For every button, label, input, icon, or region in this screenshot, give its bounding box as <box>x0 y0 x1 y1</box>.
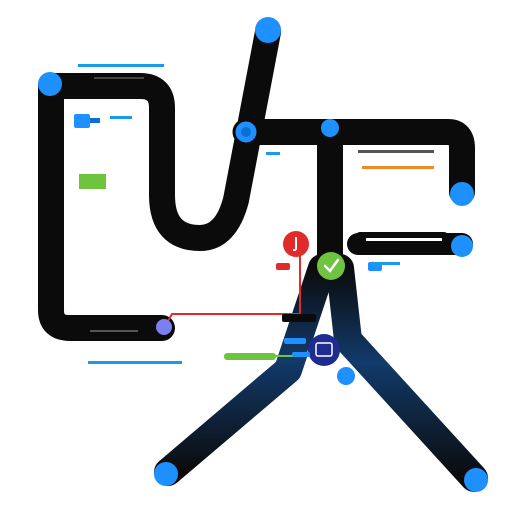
tag-icon-red <box>276 263 290 270</box>
tag-icon-blue-2 <box>292 352 310 357</box>
illegible-label-group <box>78 64 442 364</box>
calendar-icon <box>315 342 333 357</box>
calendar-node[interactable] <box>308 334 340 366</box>
check-node[interactable] <box>317 252 345 280</box>
map-pin-icon <box>293 237 297 251</box>
node-left-top[interactable] <box>38 72 62 96</box>
connector-red <box>164 246 301 327</box>
tag-icon-green <box>224 353 276 360</box>
folder-icon <box>74 114 90 128</box>
checkmark-icon <box>323 258 340 273</box>
node-small-blue[interactable] <box>337 367 355 385</box>
track-left-side <box>38 73 175 341</box>
track-leg-right <box>326 254 488 492</box>
node-junction-ring-inner <box>241 127 251 137</box>
track-leg-left <box>154 254 336 486</box>
node-bottom-right[interactable] <box>464 468 488 492</box>
node-right-bar-end[interactable] <box>451 235 473 257</box>
tag-icon-blue <box>284 338 306 344</box>
node-top[interactable] <box>255 17 281 43</box>
chart-icon <box>79 174 106 189</box>
node-left-bottom[interactable] <box>156 319 172 335</box>
node-top-bar[interactable] <box>321 119 339 137</box>
folder-tab <box>90 118 100 123</box>
track-top-bar <box>233 119 475 205</box>
track-left-loop <box>38 19 281 251</box>
node-right-end[interactable] <box>450 182 474 206</box>
node-bottom-left[interactable] <box>154 462 178 486</box>
label-plate-mid <box>282 314 316 322</box>
